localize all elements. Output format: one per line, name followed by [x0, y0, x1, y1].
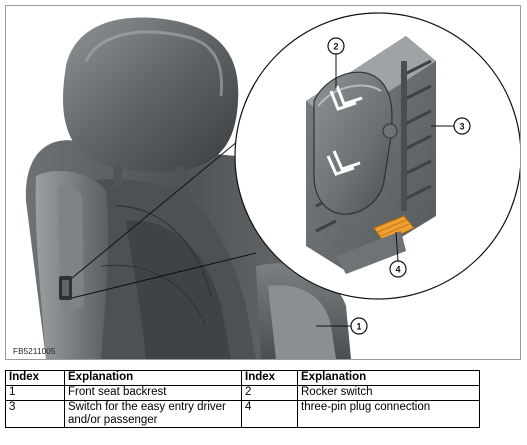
- plug-connection: [373, 215, 415, 243]
- figure-code: FB5211005: [13, 347, 56, 356]
- explanation-cell: Switch for the easy entry driver and/or …: [64, 400, 242, 428]
- magnifier-leader-upper: [71, 140, 239, 279]
- index-cell: 4: [241, 400, 298, 428]
- rocker-switch: [313, 71, 393, 215]
- header-explanation: Explanation: [64, 370, 242, 386]
- callout-4: 4: [389, 231, 407, 278]
- chevron-down-icon: [326, 150, 361, 176]
- figure-frame: 2 3 4 1 FB5211005: [5, 5, 521, 360]
- legend-header-row: Index Explanation Index Explanation: [5, 370, 480, 386]
- svg-text:1: 1: [356, 322, 361, 332]
- explanation-cell: three-pin plug connection: [297, 400, 480, 428]
- svg-text:3: 3: [459, 122, 464, 132]
- header-explanation: Explanation: [297, 370, 480, 386]
- callout-3: 3: [431, 117, 471, 135]
- explanation-cell: Front seat backrest: [64, 385, 242, 401]
- table-row: 1 Front seat backrest 2 Rocker switch: [5, 385, 480, 401]
- header-index: Index: [5, 370, 65, 386]
- header-index: Index: [241, 370, 298, 386]
- legend-table: Index Explanation Index Explanation 1 Fr…: [5, 370, 480, 428]
- table-row: 3 Switch for the easy entry driver and/o…: [5, 400, 480, 428]
- callout-1: 1: [316, 317, 368, 335]
- index-cell: 2: [241, 385, 298, 401]
- svg-text:4: 4: [395, 265, 400, 275]
- index-cell: 1: [5, 385, 65, 401]
- magnified-detail: [234, 12, 520, 300]
- explanation-cell: Rocker switch: [297, 385, 480, 401]
- index-cell: 3: [5, 400, 65, 428]
- callout-2: 2: [327, 37, 345, 88]
- chevron-up-icon: [329, 85, 363, 111]
- switch-location-marker: [59, 276, 72, 300]
- svg-text:2: 2: [333, 42, 338, 52]
- magnifier-leader-lower: [71, 252, 257, 299]
- headrest: [63, 17, 239, 188]
- seat-illustration: 2 3 4 1: [25, 12, 520, 359]
